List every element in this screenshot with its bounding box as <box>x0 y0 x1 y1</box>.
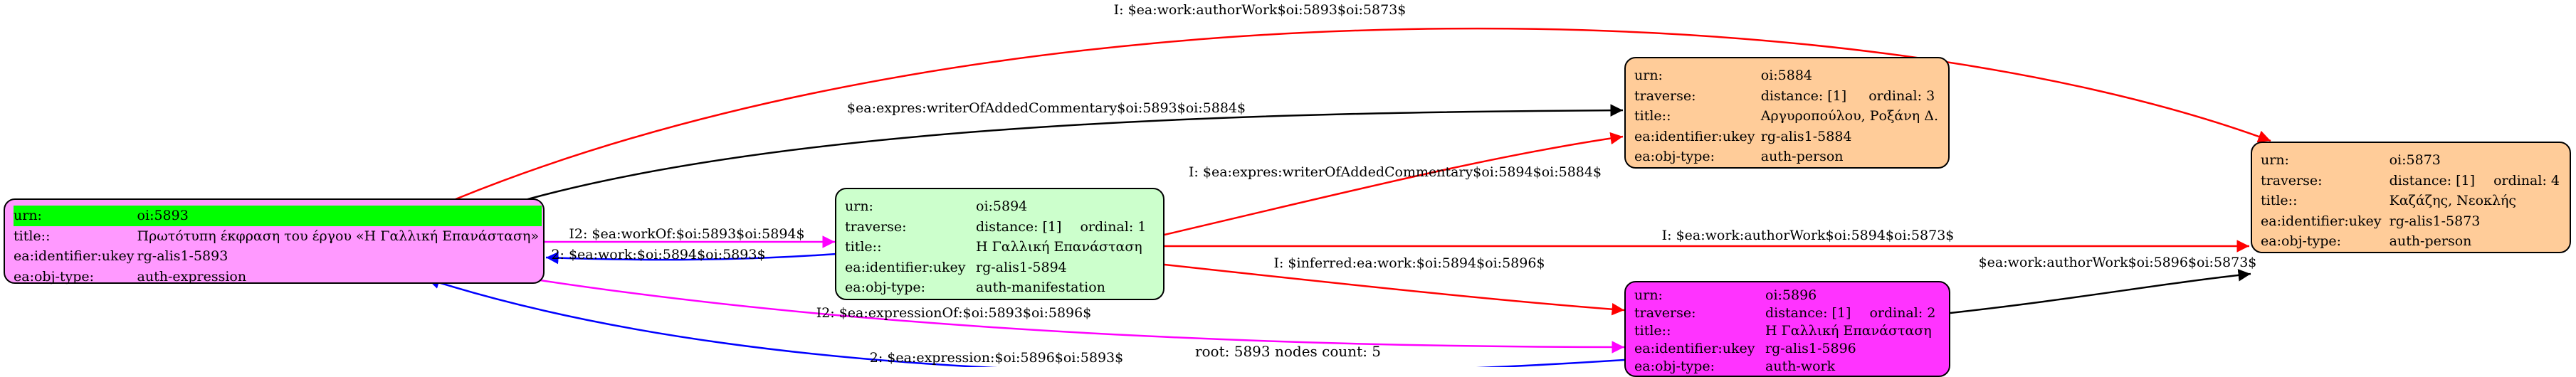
node-row-ukey: ea:identifier:ukey rg-alis1-5896 <box>1634 341 1856 356</box>
node-row-ukey: ea:identifier:ukey rg-alis1-5884 <box>1634 128 1852 144</box>
node-row-ukey: ea:identifier:ukey rg-alis1-5894 <box>845 259 1067 275</box>
edge-expressionof-5893-5896 <box>512 275 1625 354</box>
edge-commentary-5893-5884 <box>498 104 1624 209</box>
edge-label-e5: I: $ea:expres:writerOfAddedCommentary$oi… <box>1189 164 1602 180</box>
graph-edges: I: $ea:work:authorWork$oi:5893$oi:5873$ … <box>426 2 2271 367</box>
node-row-objtype: ea:obj-type: auth-person <box>2261 233 2472 249</box>
node-row-traverse: traverse: distance: [1] ordinal: 2 <box>1634 305 1936 321</box>
node-row-urn: urn: oi:5893 <box>14 206 542 226</box>
edge-expression-5896-5893 <box>426 276 1625 367</box>
node-row-urn: urn: oi:5884 <box>1634 68 1813 83</box>
node-oi-5894[interactable]: urn: oi:5894 traverse: distance: [1] ord… <box>835 188 1165 300</box>
edge-label-e3: I2: $ea:workOf:$oi:5893$oi:5894$ <box>569 226 804 242</box>
node-row-ukey: ea:identifier:ukey rg-alis1-5893 <box>14 248 228 264</box>
node-row-title: title:: Αργυροπούλου, Ροξάνη Δ. <box>1634 108 1938 124</box>
node-row-traverse: traverse: distance: [1] ordinal: 3 <box>1634 87 1935 104</box>
edge-label-e10: 2: $ea:expression:$oi:5896$oi:5893$ <box>870 350 1124 366</box>
edge-label-e4: 2: $ea:work:$oi:5894$oi:5893$ <box>551 247 765 262</box>
node-oi-5884[interactable]: urn: oi:5884 traverse: distance: [1] ord… <box>1624 57 1950 169</box>
edge-work-5894-5893 <box>545 251 837 265</box>
node-oi-5893[interactable]: urn: oi:5893 title:: Πρωτότυπη έκφραση τ… <box>4 198 545 285</box>
edge-authorwork-5893-5873 <box>455 27 2271 201</box>
edge-inferred-5894-5896 <box>1164 263 1625 316</box>
graph-caption: root: 5893 nodes count: 5 <box>1194 343 1382 360</box>
edge-commentary-5894-5884 <box>1164 132 1624 236</box>
node-row-traverse: traverse: distance: [1] ordinal: 4 <box>2261 172 2560 188</box>
edge-label-e8: $ea:work:authorWork$oi:5896$oi:5873$ <box>1979 255 2257 270</box>
node-row-objtype: ea:obj-type: auth-manifestation <box>845 280 1105 295</box>
node-row-urn: urn: oi:5873 <box>2261 152 2441 168</box>
node-row-title: title:: Η Γαλλική Επανάσταση <box>845 239 1142 255</box>
node-row-objtype: ea:obj-type: auth-person <box>1634 149 1844 164</box>
node-row-title: title:: Η Γαλλική Επανάσταση <box>1634 323 1932 339</box>
edge-label-e2: $ea:expres:writerOfAddedCommentary$oi:58… <box>847 100 1246 116</box>
edge-label-e6: I: $ea:work:authorWork$oi:5894$oi:5873$ <box>1662 228 1955 243</box>
node-row-objtype: ea:obj-type: auth-expression <box>14 268 247 285</box>
node-row-traverse: traverse: distance: [1] ordinal: 1 <box>845 218 1147 235</box>
node-oi-5873[interactable]: urn: oi:5873 traverse: distance: [1] ord… <box>2251 142 2571 253</box>
edge-authorwork-5896-5873 <box>1950 269 2251 314</box>
node-row-title: title:: Πρωτότυπη έκφραση του έργου «Η Γ… <box>14 228 539 244</box>
node-row-urn: urn: oi:5896 <box>1634 287 1817 303</box>
node-row-urn: urn: oi:5894 <box>845 198 1028 214</box>
edge-label-e9: I2: $ea:expressionOf:$oi:5893$oi:5896$ <box>816 305 1092 321</box>
node-row-ukey: ea:identifier:ukey rg-alis1-5873 <box>2261 213 2481 229</box>
node-oi-5896[interactable]: urn: oi:5896 traverse: distance: [1] ord… <box>1624 281 1950 377</box>
edge-label-e1: I: $ea:work:authorWork$oi:5893$oi:5873$ <box>1114 2 1407 18</box>
node-row-title: title:: Καζάζης, Νεοκλής <box>2261 193 2517 208</box>
edge-label-e7: I: $inferred:ea:work:$oi:5894$oi:5896$ <box>1273 255 1545 271</box>
